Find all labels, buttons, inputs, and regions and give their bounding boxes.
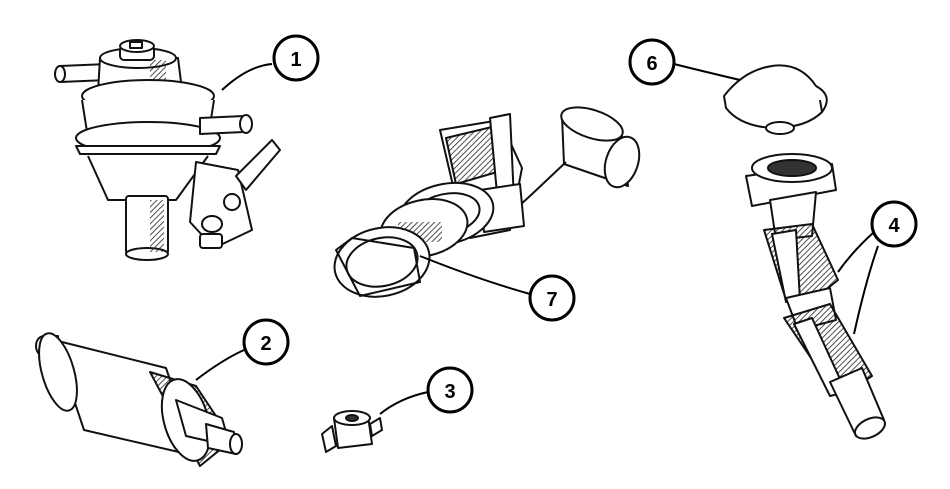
fuel-gauge-sender-unit-illustration [333, 106, 641, 298]
callout-6: 6 [628, 38, 741, 86]
callout-4-label: 4 [888, 215, 900, 237]
callout-6-label: 6 [646, 53, 657, 75]
callout-7-label: 7 [546, 289, 557, 311]
filler-neck-hoses-illustration [745, 153, 886, 440]
callout-7: 7 [419, 255, 576, 322]
electric-fuel-pump-illustration [35, 332, 243, 467]
callout-3: 3 [379, 366, 474, 415]
fuel-filler-cap-illustration [723, 64, 828, 135]
callout-1: 1 [221, 34, 320, 91]
callout-2-label: 2 [260, 333, 271, 355]
fuel-line-connector-illustration [321, 410, 383, 453]
mechanical-fuel-pump-illustration [54, 39, 281, 261]
callout-1-label: 1 [290, 49, 301, 71]
callout-4: 4 [837, 200, 918, 335]
callout-2: 2 [195, 318, 290, 381]
callout-3-label: 3 [444, 381, 455, 403]
